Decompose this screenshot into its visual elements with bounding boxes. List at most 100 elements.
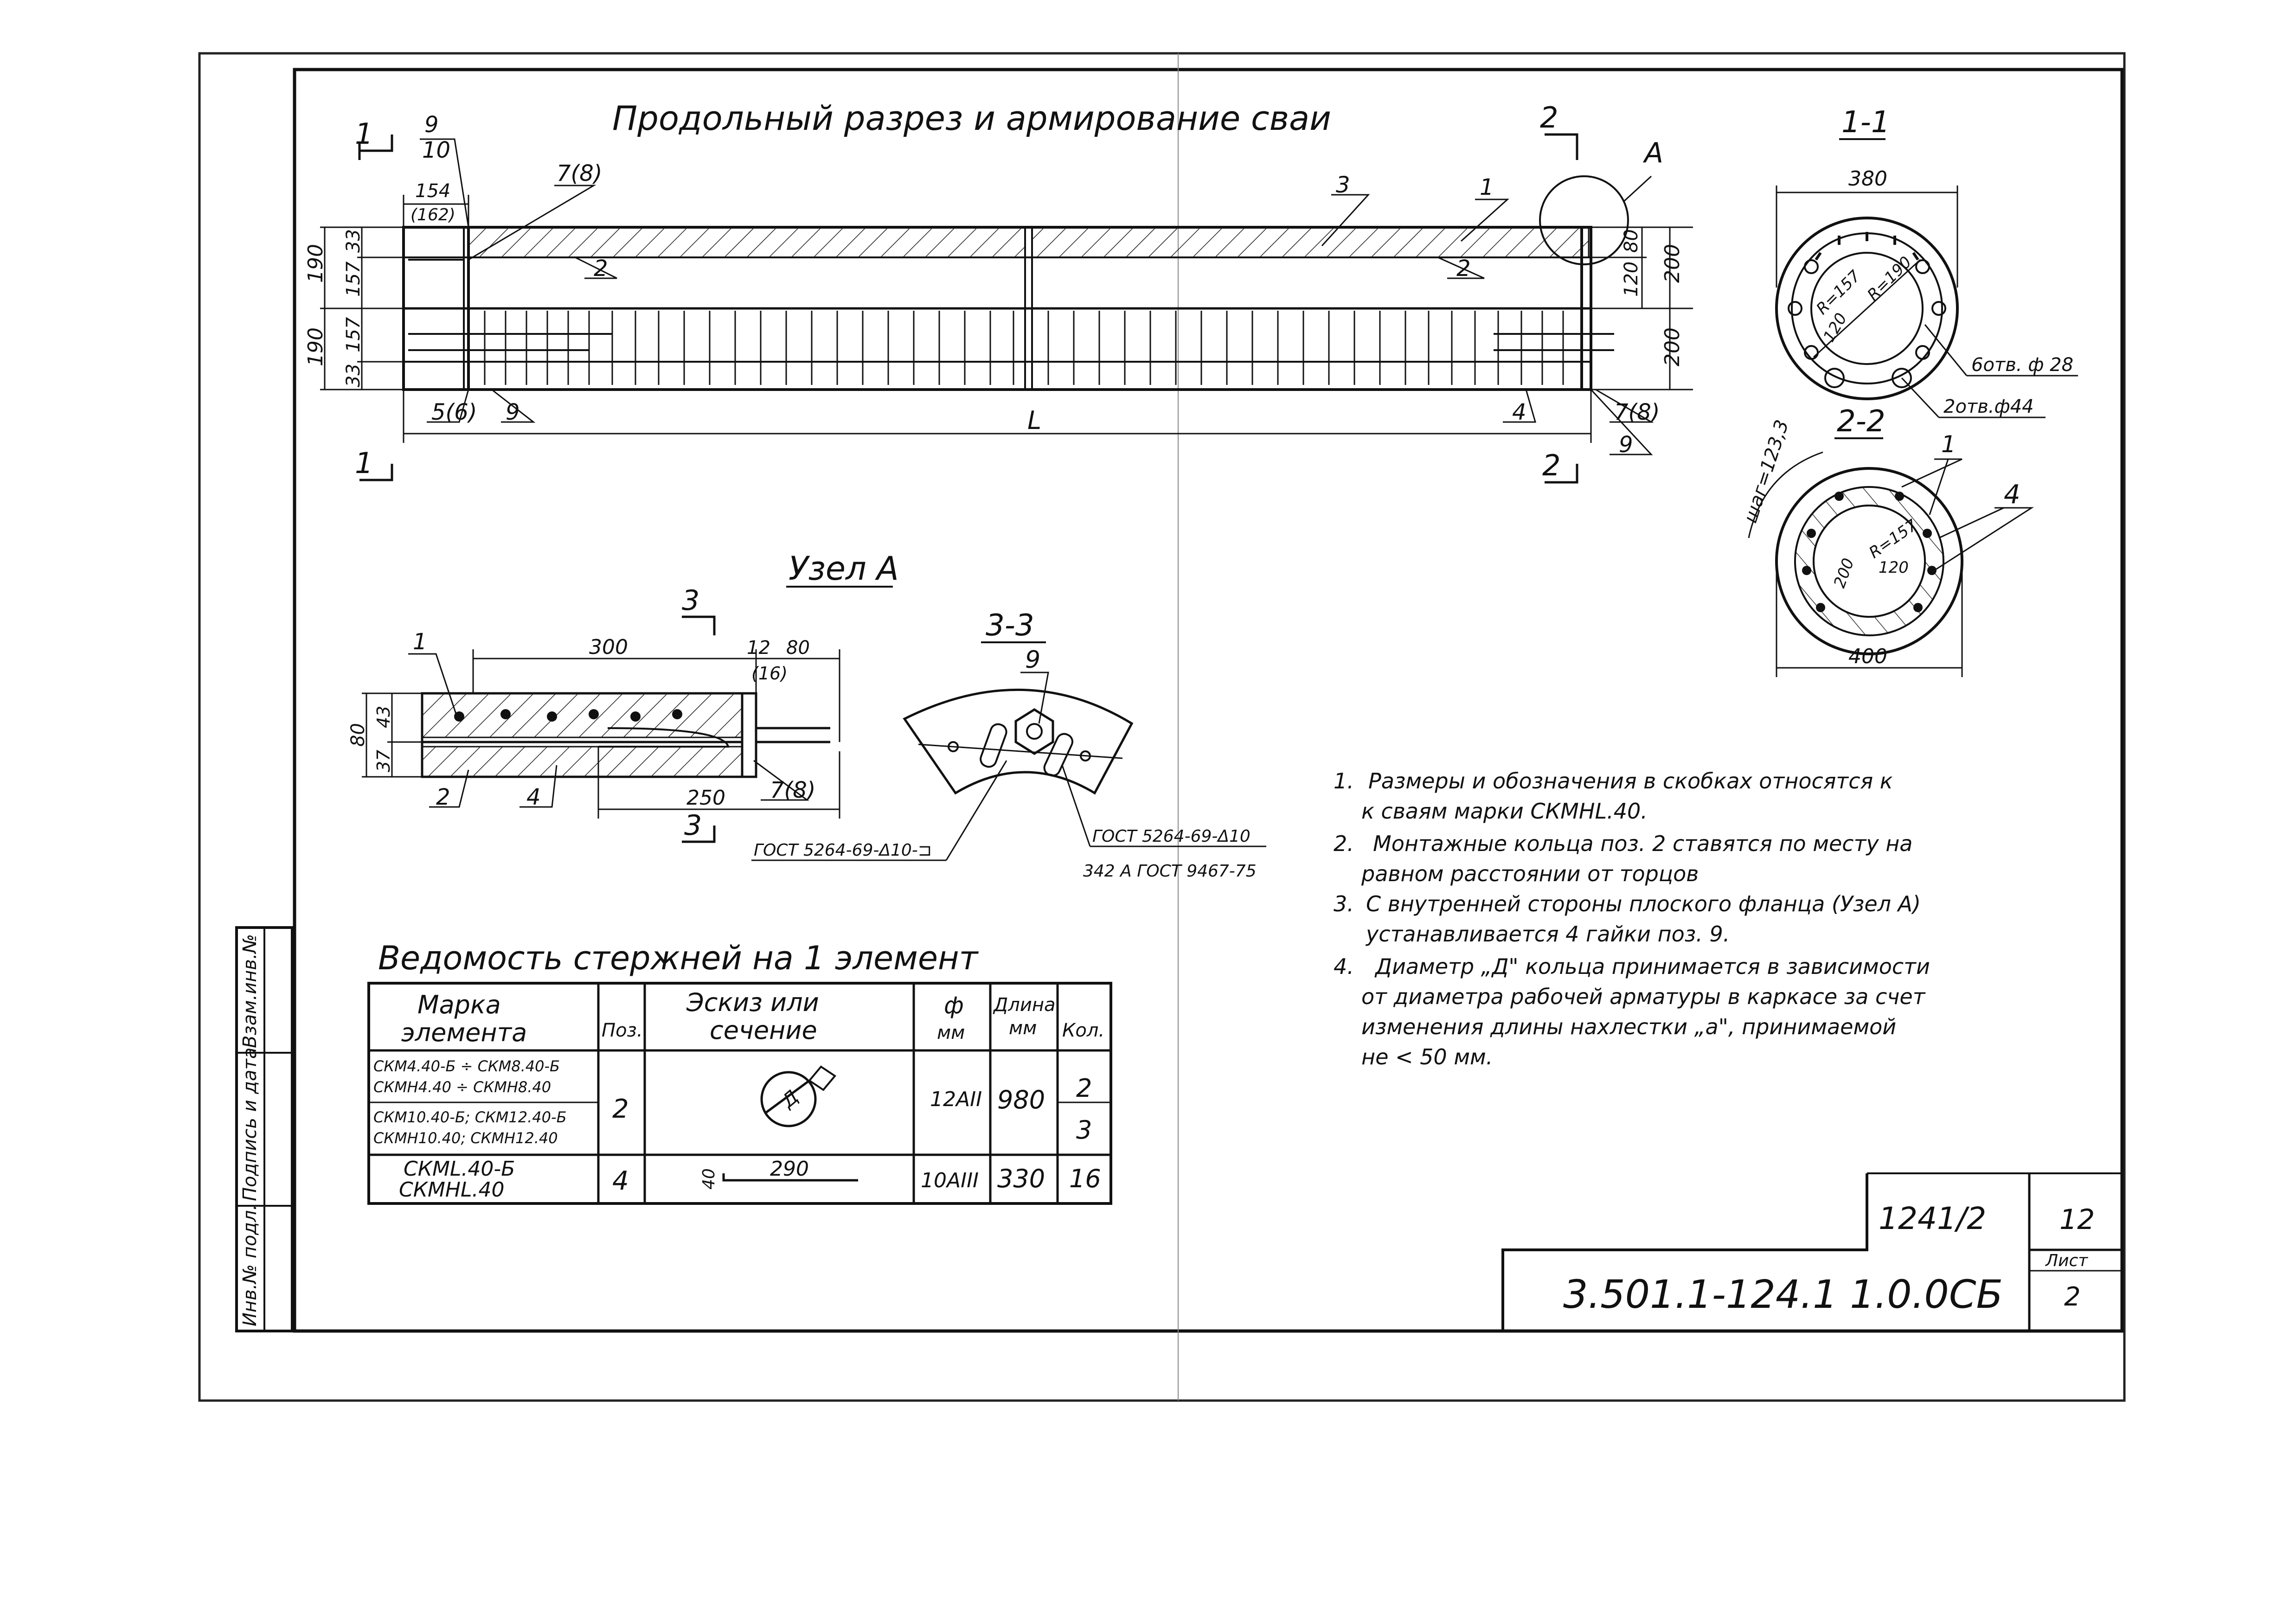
- dim-left-190b: 190: [304, 327, 327, 366]
- note2-line2: равном расстоянии от торцов: [1361, 861, 1699, 886]
- section-3-3-pos9: 9: [1025, 646, 1040, 674]
- note1-num: 1.: [1334, 768, 1354, 794]
- section-1-1-width: 380: [1848, 167, 1887, 191]
- note4-num: 4.: [1334, 954, 1354, 979]
- dim-left-157a: 157: [343, 261, 364, 297]
- row1-count-1: 2: [1076, 1074, 1092, 1103]
- row2-dia: 10AIII: [921, 1169, 979, 1192]
- row1-dia: 12AII: [930, 1088, 982, 1111]
- callout-9-bottom: 9: [506, 399, 520, 425]
- sheet-frame: [198, 52, 2126, 1402]
- node-a-dim-left-80: 80: [347, 723, 369, 747]
- th-len-2: мм: [1009, 1018, 1037, 1039]
- callout-2-right: 2: [1456, 256, 1471, 282]
- node-a-callout-2: 2: [436, 784, 450, 810]
- row2-length: 330: [997, 1164, 1045, 1193]
- node-a-dim-left-37: 37: [373, 750, 394, 772]
- note3-line1: С внутренней стороны плоского фланца (Уз…: [1366, 891, 1921, 916]
- callout-7-8-top: 7(8): [557, 160, 603, 186]
- row1-pos: 2: [612, 1094, 629, 1124]
- th-sketch-1: Эскиз или: [686, 988, 819, 1017]
- dim-left-190a: 190: [304, 244, 327, 283]
- node-a-callout-1: 1: [413, 629, 427, 655]
- section-3-3-weld1: ГОСТ 5264-69-Δ10-⊐: [754, 841, 932, 860]
- stamp-inv: Инв.№ подл.: [239, 1204, 261, 1326]
- dim-right-120: 120: [1621, 262, 1642, 297]
- dim-left-157b: 157: [343, 317, 364, 352]
- section-2-2-title: 2-2: [1837, 404, 1886, 439]
- dim-left-33b: 33: [343, 364, 364, 387]
- note3-line2: устанавливается 4 гайки поз. 9.: [1365, 922, 1730, 947]
- node-a-cut-bottom: 3: [684, 809, 702, 842]
- note4-line3: изменения длины нахлестки „а", принимаем…: [1361, 1014, 1896, 1039]
- note4-line2: от диаметра рабочей арматуры в каркасе з…: [1361, 984, 1926, 1009]
- row1-mark-4: СКМН10.40; СКМН12.40: [373, 1129, 558, 1147]
- callout-5-6: 5(6): [431, 399, 477, 425]
- section-3-3-weld3: 342 А ГОСТ 9467-75: [1083, 862, 1257, 881]
- section-1-1-title: 1-1: [1841, 105, 1890, 140]
- rebar-table: Ведомость стержней на 1 элемент Марка эл…: [367, 939, 1112, 1205]
- cut-mark-1: [358, 134, 393, 481]
- row1-mark-2: СКМН4.40 ÷ СКМН8.40: [373, 1078, 551, 1096]
- long-section-title: Продольный разрез и армирование сваи: [612, 99, 1331, 138]
- callout-10-top: 10: [422, 137, 450, 163]
- row2-sketch-40: 40: [699, 1168, 718, 1190]
- title-designation: 3.501.1-124.1 1.0.0СБ: [1563, 1272, 2003, 1317]
- stamp-vzam: Взам.инв.№: [239, 934, 261, 1048]
- dim-right-200b: 200: [1661, 327, 1684, 366]
- section-1-1-holes28: 6отв. ф 28: [1971, 354, 2073, 376]
- th-sketch-2: сечение: [710, 1016, 817, 1045]
- section-1-1-r190: R=190: [1864, 253, 1915, 304]
- note3-num: 3.: [1334, 891, 1354, 916]
- section-2-2: 2-2 400 шаг=123,3 R=157 200 120 1 4: [1740, 404, 2034, 677]
- dim-top-154: 154: [415, 180, 450, 202]
- note1-line1: Размеры и обозначения в скобках относятс…: [1368, 768, 1893, 794]
- section-2-2-pos1: 1: [1941, 431, 1956, 458]
- node-a-callout-7-8: 7(8): [770, 777, 816, 803]
- note2-num: 2.: [1334, 831, 1354, 856]
- longitudinal-section: Продольный разрез и армирование сваи: [304, 99, 1693, 484]
- row1-mark-1: СКМ4.40-Б ÷ СКМ8.40-Б: [373, 1057, 560, 1075]
- node-a-cut-top: 3: [682, 584, 699, 617]
- title-sheet-no: 12: [2059, 1203, 2095, 1236]
- row2-count: 16: [1069, 1164, 1101, 1193]
- row2-mark-1: СКМL.40-Б: [404, 1157, 515, 1181]
- notes: 1. Размеры и обозначения в скобках относ…: [1334, 768, 1930, 1069]
- node-a: Узел А 300 12 80 (16) 250 80: [347, 550, 899, 843]
- th-phi-1: ф: [944, 992, 964, 1019]
- callout-3: 3: [1336, 172, 1350, 198]
- row2-mark-2: СКМНL.40: [399, 1178, 505, 1202]
- row1-sketch-label: Д: [777, 1086, 802, 1113]
- row2-sketch: 40 290: [699, 1157, 858, 1190]
- title-album: 1241/2: [1879, 1201, 1986, 1236]
- section-2-2-shag: шаг=123,3: [1740, 417, 1793, 525]
- row1-sketch: Д: [760, 1065, 836, 1127]
- th-pos: Поз.: [602, 1020, 643, 1041]
- node-a-dim-12: 12: [747, 637, 770, 659]
- title-block: 1241/2 12 3.501.1-124.1 1.0.0СБ Лист 2: [1501, 1172, 2122, 1331]
- note2-line1: Монтажные кольца поз. 2 ставятся по мест…: [1373, 831, 1913, 856]
- cut1-bottom: 1: [355, 446, 373, 480]
- cut2-top: 2: [1540, 101, 1558, 134]
- callout-9-right: 9: [1619, 432, 1633, 458]
- note4-line4: не < 50 мм.: [1361, 1044, 1493, 1069]
- node-a-title: Узел А: [789, 550, 899, 588]
- dim-length: L: [1027, 406, 1041, 435]
- th-len-1: Длина: [993, 994, 1055, 1016]
- title-sheet-label: Лист: [2045, 1251, 2088, 1270]
- node-a-dim-300: 300: [589, 635, 628, 659]
- dim-right-80: 80: [1621, 229, 1642, 253]
- table-title: Ведомость стержней на 1 элемент: [378, 939, 979, 977]
- callout-9-top: 9: [424, 112, 439, 138]
- node-a-dim-80: 80: [786, 637, 810, 659]
- section-2-2-pos4: 4: [2004, 480, 2020, 510]
- node-a-dim-left-43: 43: [373, 706, 394, 728]
- cut1-top: 1: [355, 117, 373, 151]
- cut2-bottom: 2: [1542, 448, 1560, 482]
- row1-mark-3: СКМ10.40-Б; СКМ12.40-Б: [373, 1108, 567, 1126]
- row1-length: 980: [997, 1085, 1045, 1114]
- note1-line2: к сваям марки СКМНL.40.: [1361, 799, 1648, 824]
- section-3-3-title: 3-3: [986, 608, 1034, 643]
- dim-right-200a: 200: [1661, 244, 1684, 283]
